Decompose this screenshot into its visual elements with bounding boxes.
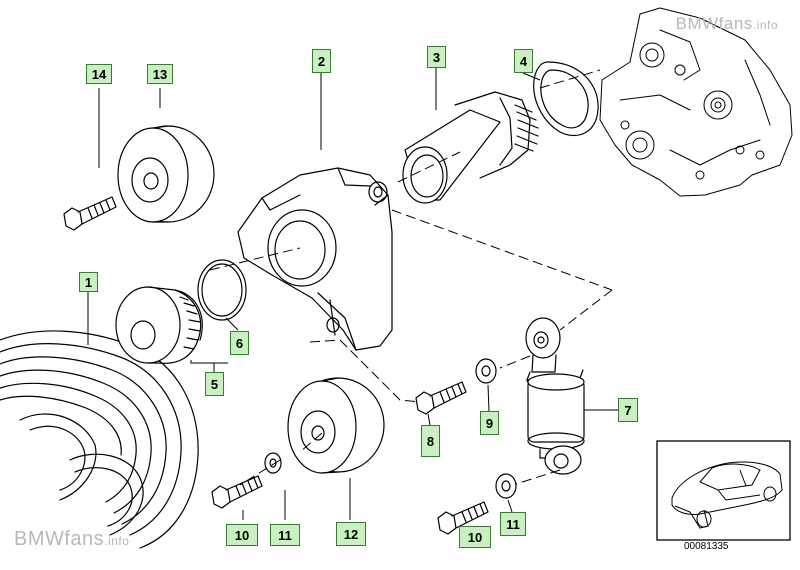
callout-9[interactable]: 9 xyxy=(480,411,499,435)
callout-10-left[interactable]: 10 xyxy=(226,524,258,546)
watermark-top: BMWfans.info xyxy=(676,14,778,34)
watermark-bottom: BMWfans.info xyxy=(14,528,129,551)
drive-belt xyxy=(0,330,199,549)
callout-8[interactable]: 8 xyxy=(421,425,440,457)
bolt-10a xyxy=(211,475,263,509)
bolt-8 xyxy=(415,381,467,415)
callout-1[interactable]: 1 xyxy=(79,272,98,292)
callout-14[interactable]: 14 xyxy=(86,64,112,84)
bolt-14 xyxy=(63,196,117,231)
callout-11-left[interactable]: 11 xyxy=(270,524,300,546)
watermark-top-brand: BMWfans xyxy=(675,14,753,33)
bolt-10b xyxy=(437,501,489,535)
timing-cover xyxy=(599,7,793,197)
callout-7[interactable]: 7 xyxy=(618,398,638,422)
o-ring-6 xyxy=(197,259,247,321)
car-thumbnail xyxy=(656,440,791,541)
callout-6[interactable]: 6 xyxy=(230,331,249,355)
tensioner-housing xyxy=(237,167,393,351)
callout-4[interactable]: 4 xyxy=(514,49,533,73)
assembly-lines xyxy=(209,69,613,486)
leader-lines xyxy=(87,68,618,536)
watermark-bottom-suffix: .info xyxy=(104,534,130,548)
hub-pulley xyxy=(115,286,203,364)
tensioner-cylinder xyxy=(402,91,539,204)
washer-11b xyxy=(495,473,517,499)
washer-11a xyxy=(264,452,282,474)
watermark-top-suffix: .info xyxy=(752,18,778,32)
callout-2[interactable]: 2 xyxy=(312,49,331,73)
idler-pulley-top xyxy=(117,125,215,223)
callout-3[interactable]: 3 xyxy=(427,46,446,68)
callout-11-right[interactable]: 11 xyxy=(500,512,526,536)
callout-13[interactable]: 13 xyxy=(147,64,173,84)
callout-12[interactable]: 12 xyxy=(336,522,366,546)
gasket-ring-4 xyxy=(533,61,599,137)
idler-pulley-bottom xyxy=(287,377,385,474)
watermark-bottom-brand: BMWfans xyxy=(14,528,105,550)
washer-9 xyxy=(475,358,497,384)
shock-damper-7 xyxy=(525,317,585,475)
callout-5[interactable]: 5 xyxy=(205,372,224,396)
diagram-reference-number: 00081335 xyxy=(684,541,729,552)
callout-10-right[interactable]: 10 xyxy=(459,526,491,548)
